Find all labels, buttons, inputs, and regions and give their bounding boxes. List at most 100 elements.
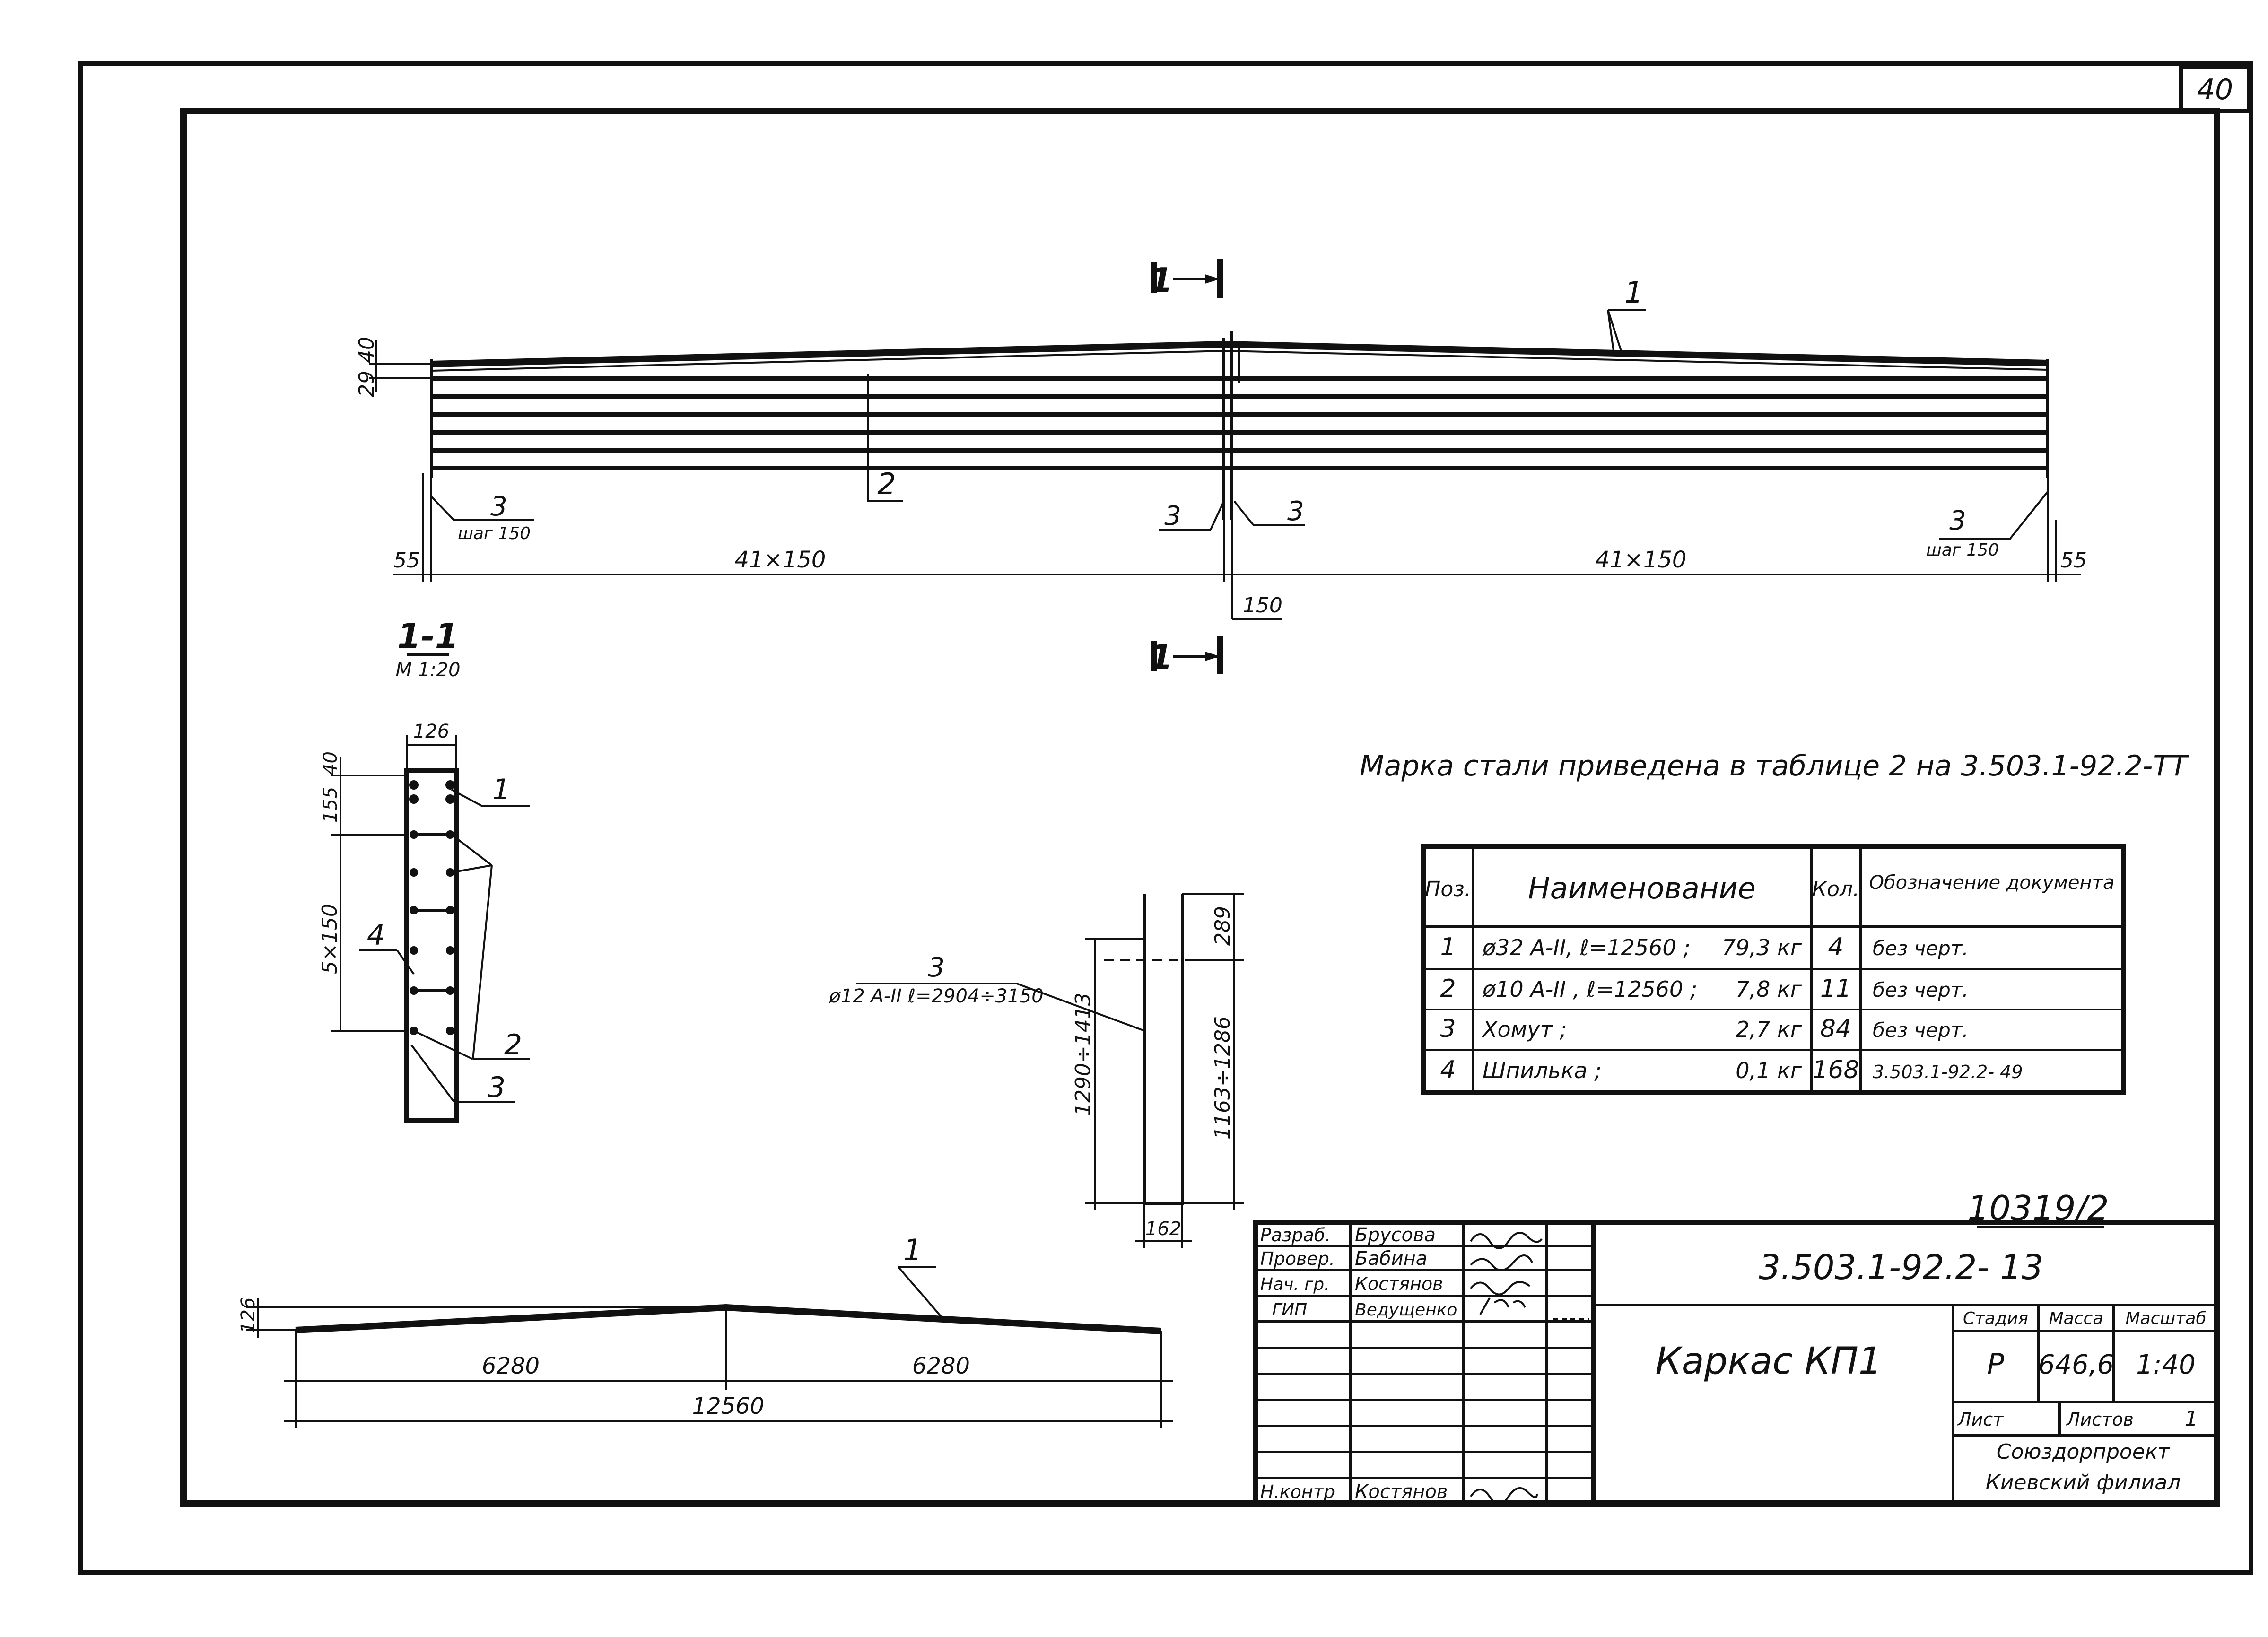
- elevation-dim-29: 29: [355, 371, 379, 397]
- elevation-callout-3-mid-right: 3: [1287, 496, 1304, 527]
- section-callout-3: 3: [488, 1071, 506, 1104]
- mass-value: 646,6: [2038, 1350, 2114, 1380]
- spec-row-pos: 1: [1440, 933, 1456, 961]
- section-callout-2: 2: [504, 1028, 522, 1062]
- sheet-number-box: 40: [2179, 64, 2252, 113]
- stirrup-dim-left: 1290÷1413: [1071, 993, 1095, 1116]
- section-view: 1-1 М 1:20 126 40 155 5×150: [318, 616, 530, 1123]
- elevation-dim-end-right: 55: [2060, 549, 2087, 573]
- spec-row-mass: 0,1 кг: [1736, 1058, 1802, 1083]
- section-scale: М 1:20: [395, 659, 460, 681]
- spec-row-doc: без черт.: [1873, 1019, 1969, 1042]
- elevation-callout-1: 1: [1624, 275, 1643, 310]
- scale-value: 1:40: [2136, 1350, 2196, 1380]
- stirrup-desc: ø12 А-II ℓ=2904÷3150: [829, 985, 1043, 1007]
- staff-role: Провер.: [1260, 1248, 1335, 1269]
- sheet-number: 40: [2197, 73, 2233, 106]
- stirrup-dim-289: 289: [1211, 906, 1235, 946]
- spec-header-doc: Обозначение документа: [1869, 872, 2115, 894]
- sheets-value: 1: [2185, 1407, 2198, 1431]
- outer-frame: [78, 61, 2253, 1575]
- spec-row-name: Шпилька ;: [1483, 1058, 1602, 1083]
- spec-row-mass: 79,3 кг: [1722, 935, 1802, 960]
- norm-control-role: Н.контр: [1260, 1481, 1335, 1502]
- mass-label: Масса: [2049, 1309, 2103, 1328]
- elevation-callout-2: 2: [877, 467, 896, 501]
- bar-profile: 6280 6280 12560 126 1: [237, 1233, 1173, 1428]
- profile-dim-left: 6280: [482, 1353, 540, 1379]
- staff-name: Бабина: [1355, 1248, 1427, 1270]
- profile-dim-rise: 126: [237, 1297, 259, 1333]
- section-callout-4: 4: [367, 919, 385, 952]
- spec-header-qty: Кол.: [1812, 877, 1859, 901]
- stirrup-dim-bottom: 162: [1145, 1218, 1181, 1240]
- elevation-callout-3-right: 3: [1949, 505, 1966, 536]
- sheets-label: Листов: [2066, 1409, 2134, 1430]
- spec-row-name: ø10 А-II , ℓ=12560 ;: [1482, 976, 1697, 1002]
- signature: [1479, 1297, 1526, 1315]
- elevation-dim-span-left: 41×150: [735, 547, 826, 573]
- spec-row-name: Хомут ;: [1482, 1017, 1567, 1042]
- stirrup-detail: 3 ø12 А-II ℓ=2904÷3150 1290÷1413 289 116…: [829, 893, 1244, 1248]
- drawing-title: Каркас КП1: [1656, 1340, 1882, 1383]
- stirrup-pos: 3: [928, 952, 945, 983]
- staff-name: Костянов: [1355, 1273, 1443, 1294]
- elevation-dim-end-left: 55: [393, 549, 420, 573]
- section-dim-40: 40: [320, 751, 341, 775]
- signature: [1470, 1254, 1533, 1271]
- spec-header-name: Наименование: [1528, 871, 1756, 906]
- stage-label: Стадия: [1963, 1309, 2028, 1328]
- spec-row-qty: 168: [1812, 1056, 1859, 1084]
- spec-row-mass: 7,8 кг: [1736, 976, 1802, 1002]
- profile-dim-right: 6280: [912, 1353, 970, 1379]
- stirrup-dim-right: 1163÷1286: [1211, 1016, 1235, 1140]
- stage-value: Р: [1987, 1348, 2005, 1381]
- spec-row-doc: 3.503.1-92.2- 49: [1873, 1062, 2023, 1082]
- spec-row-qty: 84: [1820, 1015, 1851, 1043]
- staff-role: Разраб.: [1260, 1225, 1331, 1245]
- scale-label: Масштаб: [2125, 1309, 2206, 1328]
- profile-callout-1: 1: [903, 1233, 922, 1267]
- profile-dim-total: 12560: [692, 1393, 765, 1419]
- staff-name: Ведущенко: [1355, 1300, 1457, 1320]
- elevation-callout-3-mid-left: 3: [1164, 501, 1181, 531]
- elevation-view: 1 1 1 2 3 шаг 150 3 3 3 шаг 150: [355, 259, 2087, 674]
- signature: [1470, 1232, 1543, 1249]
- org-line-2: Киевский филиал: [1986, 1471, 2181, 1495]
- staff-role: ГИП: [1272, 1300, 1307, 1320]
- section-callout-1: 1: [492, 773, 510, 806]
- spec-header-pos: Поз.: [1425, 877, 1471, 901]
- steel-grade-note: Марка стали приведена в таблице 2 на 3.5…: [1360, 749, 2189, 783]
- org-line-1: Союздорпроект: [1997, 1440, 2171, 1464]
- elevation-dim-40: 40: [355, 337, 379, 363]
- section-dim-5x150: 5×150: [318, 904, 342, 974]
- elevation-callout-3-left: 3: [490, 491, 507, 522]
- signature: [1470, 1281, 1531, 1296]
- norm-control-name: Костянов: [1355, 1481, 1448, 1503]
- signature: [1470, 1487, 1538, 1505]
- spec-row-doc: без черт.: [1873, 937, 1969, 960]
- spec-row-name: ø32 А-II, ℓ=12560 ;: [1482, 935, 1691, 960]
- staff-role: Нач. гр.: [1260, 1275, 1330, 1294]
- spec-row-mass: 2,7 кг: [1736, 1017, 1802, 1042]
- spec-row-qty: 4: [1828, 933, 1843, 961]
- spec-table: Поз. Наименование Кол. Обозначение докум…: [1421, 844, 2126, 1095]
- doc-code: 3.503.1-92.2- 13: [1759, 1247, 2043, 1287]
- section-mark-bottom-text: 1: [1149, 637, 1173, 677]
- section-title: 1-1: [397, 616, 459, 656]
- spec-row-qty: 11: [1820, 975, 1851, 1003]
- sheet-label: Лист: [1957, 1409, 2004, 1430]
- spec-row-pos: 3: [1440, 1015, 1456, 1043]
- elevation-callout-3-right-step: шаг 150: [1926, 540, 1999, 560]
- title-block: Разраб. Брусова Провер. Бабина Нач. гр. …: [1253, 1220, 2219, 1506]
- elevation-dim-mid: 150: [1243, 593, 1282, 618]
- elevation-dim-span-right: 41×150: [1596, 547, 1687, 573]
- section-mark-top-text: 1: [1149, 261, 1173, 300]
- elevation-callout-3-left-step: шаг 150: [458, 524, 531, 543]
- spec-row-doc: без черт.: [1873, 978, 1969, 1001]
- spec-row-pos: 2: [1440, 975, 1456, 1003]
- staff-name: Брусова: [1355, 1224, 1436, 1246]
- section-dim-155: 155: [320, 787, 341, 823]
- section-dim-width: 126: [413, 721, 449, 742]
